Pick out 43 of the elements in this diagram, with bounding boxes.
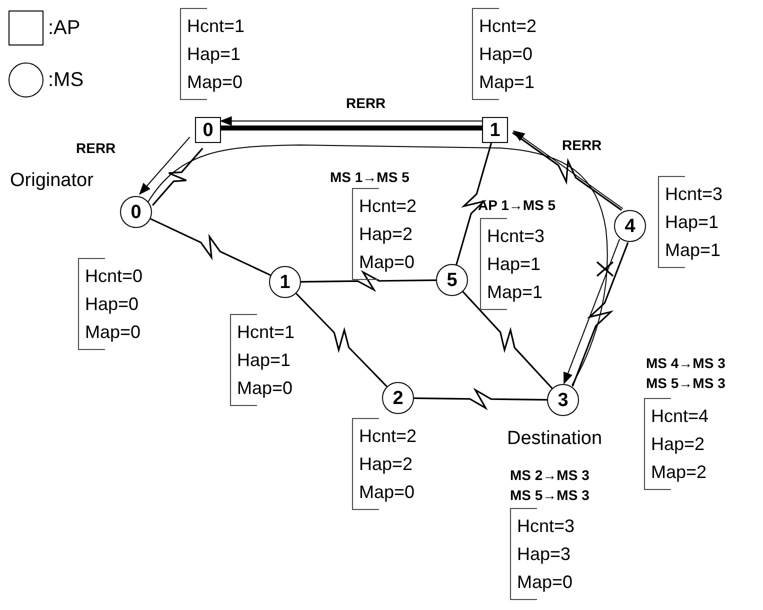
route-label: MS 1→MS 5 (330, 168, 410, 186)
node-caption: Destination (507, 428, 602, 450)
mobile-station-circle: 4 (614, 210, 646, 242)
mobile-station-circle: 0 (120, 196, 152, 228)
wired-link (221, 126, 482, 130)
legend-label: :AP (48, 16, 80, 40)
wireless-link (414, 388, 547, 410)
hop-count-table: Hcnt=1 Hap=1 Map=0 (180, 8, 255, 100)
mobile-station-circle: 1 (269, 266, 301, 298)
hop-count-table: Hcnt=2 Hap=2 Map=0 (352, 188, 427, 280)
mobile-station-circle: 2 (382, 382, 414, 414)
arrow (139, 136, 190, 195)
hop-count-table: Hcnt=3 Hap=1 Map=1 (480, 218, 555, 310)
wireless-link (296, 292, 388, 388)
wireless-link (150, 218, 271, 276)
route-label: MS 2→MS 3 (510, 466, 590, 484)
access-point-box: 0 (195, 117, 221, 143)
wireless-link (462, 291, 553, 389)
route-label: MS 5→MS 3 (510, 486, 590, 504)
hop-count-table: Hcnt=2 Hap=0 Map=1 (472, 8, 547, 100)
hop-count-table: Hcnt=3 Hap=1 Map=1 (658, 176, 733, 268)
mobile-station-circle: 3 (547, 384, 579, 416)
route-label: MS 5→MS 3 (646, 374, 726, 392)
access-point-box: 1 (482, 117, 508, 143)
hop-count-table: Hcnt=3 Hap=3 Map=0 (510, 508, 585, 600)
route-label: MS 4→MS 3 (646, 354, 726, 372)
edge-label: RERR (344, 95, 388, 111)
route-line (148, 144, 608, 386)
legend-label: :MS (48, 68, 84, 92)
arrow (220, 116, 482, 126)
hop-count-table: Hcnt=2 Hap=2 Map=0 (352, 418, 427, 510)
hop-count-table: Hcnt=4 Hap=2 Map=2 (644, 398, 719, 490)
wireless-link (152, 148, 204, 206)
hop-count-table: Hcnt=0 Hap=0 Map=0 (78, 258, 153, 350)
wireless-link (456, 142, 492, 265)
wireless-link (572, 242, 629, 387)
hop-count-table: Hcnt=1 Hap=1 Map=0 (230, 314, 305, 406)
edge-label: RERR (74, 140, 118, 156)
arrow (564, 238, 620, 384)
mobile-station-circle: 5 (436, 264, 468, 296)
edge-label: RERR (560, 137, 604, 153)
wireless-link (301, 270, 436, 292)
node-caption: Originator (10, 170, 94, 192)
